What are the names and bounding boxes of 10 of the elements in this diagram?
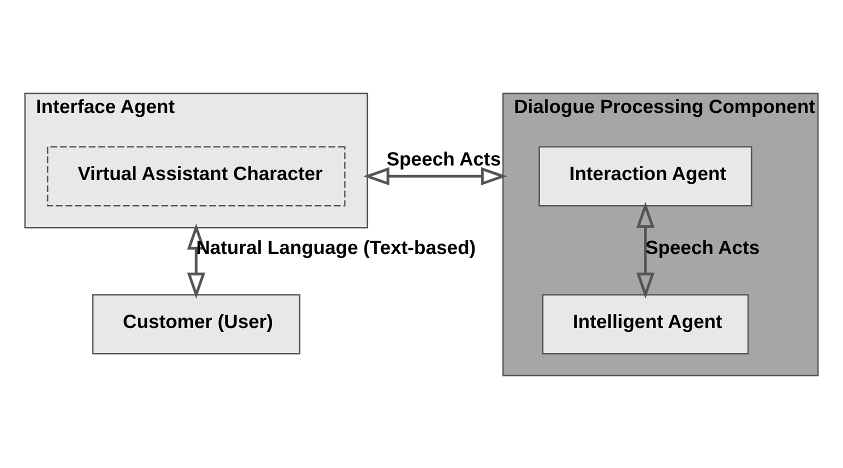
- arrow: [187, 223, 206, 298]
- node-box: Customer (User): [92, 294, 300, 354]
- edge-label: Speech Acts: [645, 237, 760, 258]
- node-box: Interaction Agent: [538, 146, 752, 206]
- edge-label: Natural Language (Text-based): [196, 237, 476, 258]
- arrow: [363, 166, 508, 185]
- node-box: Virtual Assistant Character: [46, 146, 346, 206]
- node-box: Intelligent Agent: [542, 294, 749, 354]
- arrow: [636, 201, 655, 298]
- edge-label: Speech Acts: [386, 149, 501, 170]
